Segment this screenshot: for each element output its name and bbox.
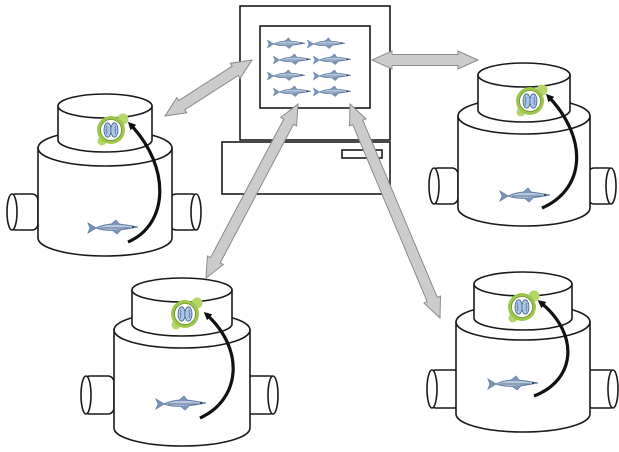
process-arrow xyxy=(199,311,235,420)
scanner-device-top-left xyxy=(6,93,202,257)
scanner-device-icon xyxy=(80,277,279,447)
central-computer xyxy=(221,5,391,195)
process-arrow xyxy=(533,300,570,398)
scanner-device-icon xyxy=(6,93,202,257)
scanner-device-top-right xyxy=(428,62,617,227)
bidirectional-arrow-device-top-left xyxy=(163,59,254,117)
computer-screen xyxy=(259,25,371,109)
bidirectional-arrow-device-bottom-right xyxy=(348,102,442,320)
scanner-device-bottom-left xyxy=(80,277,279,447)
scanner-device-icon xyxy=(428,62,617,227)
scanner-device-bottom-right xyxy=(426,271,619,433)
computer-icon xyxy=(221,5,391,195)
connection-arrows xyxy=(163,50,480,320)
scanner-device-icon xyxy=(426,271,619,433)
bidirectional-arrow-device-top-right xyxy=(370,50,480,70)
process-arrow xyxy=(541,93,579,210)
process-arrow xyxy=(127,121,162,244)
bidirectional-arrow-device-bottom-left xyxy=(205,102,299,280)
